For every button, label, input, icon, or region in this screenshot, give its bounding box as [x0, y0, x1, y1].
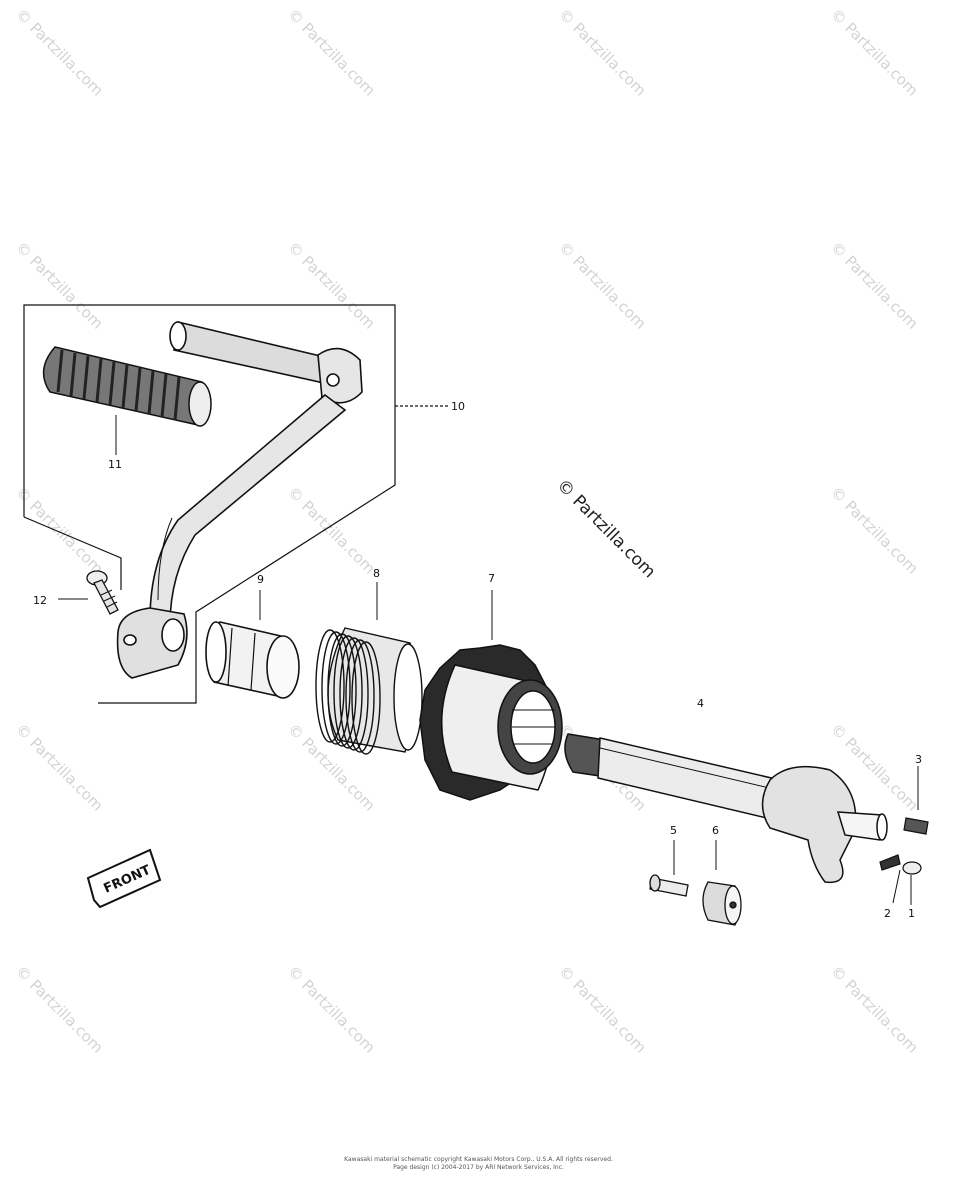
callout-7: 7 [488, 572, 495, 585]
kick-spring [315, 582, 423, 755]
kick-pedal-rubber [42, 346, 212, 455]
watermark: © Partzilla.com [555, 238, 650, 333]
kick-arm [116, 321, 363, 679]
watermark: © Partzilla.com [284, 238, 379, 333]
watermark: © Partzilla.com [555, 5, 650, 100]
watermark: © Partzilla.com [12, 238, 107, 333]
page-design-line: Page design (c) 2004-2017 by ARI Network… [393, 1164, 564, 1171]
callouts: 1 2 3 4 5 6 7 8 9 10 11 12 [33, 400, 922, 920]
kick-gear [419, 590, 563, 801]
callout-10: 10 [451, 400, 465, 413]
watermark: © Partzilla.com [827, 238, 922, 333]
callout-8: 8 [373, 567, 380, 580]
watermark: © Partzilla.com [12, 5, 107, 100]
callout-6: 6 [712, 824, 719, 837]
bolt [58, 570, 119, 615]
assembly-bracket [23, 304, 448, 704]
watermark: © Partzilla.com [12, 720, 107, 815]
small-parts [879, 766, 929, 905]
watermark: © Partzilla.com [284, 483, 379, 578]
callout-9: 9 [257, 573, 264, 586]
bolt-and-collar [649, 840, 742, 926]
callout-2: 2 [884, 907, 891, 920]
watermark-highlight: © Partzilla.com [552, 475, 659, 582]
copyright-line: Kawasaki material schematic copyright Ka… [344, 1156, 613, 1163]
callout-4: 4 [697, 697, 704, 710]
copyright-footer: Kawasaki material schematic copyright Ka… [0, 1156, 957, 1172]
front-arrow: FRONT [86, 848, 162, 909]
callout-12: 12 [33, 594, 47, 607]
kick-shaft [564, 733, 888, 884]
watermark: © Partzilla.com [12, 962, 107, 1057]
watermark: © Partzilla.com [555, 962, 650, 1057]
callout-11: 11 [108, 458, 122, 471]
callout-5: 5 [670, 824, 677, 837]
watermark: © Partzilla.com [12, 483, 107, 578]
callout-1: 1 [908, 907, 915, 920]
watermark: © Partzilla.com [827, 5, 922, 100]
callout-3: 3 [915, 753, 922, 766]
watermark: © Partzilla.com [827, 962, 922, 1057]
watermark: © Partzilla.com [284, 962, 379, 1057]
watermark: © Partzilla.com [827, 483, 922, 578]
kick-shaft-bushing [205, 590, 300, 699]
watermark: © Partzilla.com [284, 5, 379, 100]
watermark-grid: © Partzilla.com © Partzilla.com © Partzi… [12, 5, 922, 1057]
